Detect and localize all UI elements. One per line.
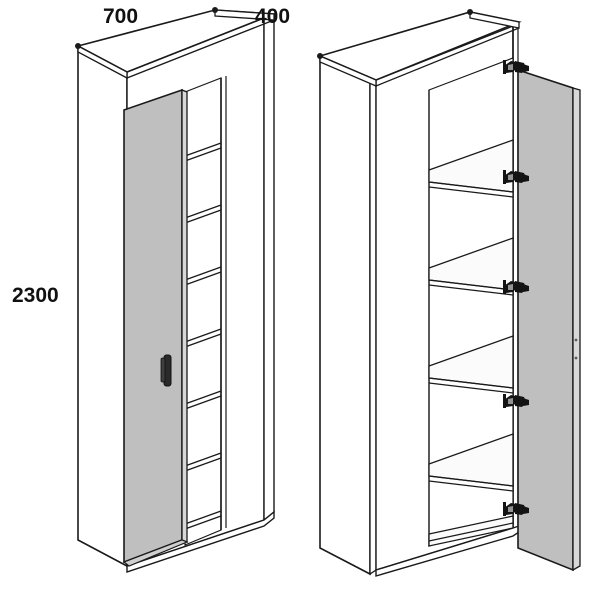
right-view-side-panel-edge [369,79,377,576]
shelf-front-edge [184,390,222,410]
dimension-point-width-start [75,43,81,49]
left-view-top-inner-line [126,19,275,79]
shelf [428,433,514,492]
shelf-front-edge [184,510,222,530]
right-view-top-inner-line [375,27,520,87]
left-view-bottom-panel [126,510,275,573]
left-view-door-bottom-edge [122,539,189,567]
dimension-annotations: 700 400 2300 [12,5,473,307]
right-view-group [317,11,581,577]
shelf [428,139,514,198]
left-view-door-edge [181,89,188,543]
shelf-front-edge [184,452,222,472]
right-view-bottom-shelf [428,515,514,547]
left-view-door[interactable] [123,88,183,564]
right-view-side-panel [319,54,371,576]
right-view-door-edge [572,87,581,572]
right-view-bottom-shelf-edge [428,522,514,542]
right-view-door[interactable] [517,68,574,572]
door-screw-mark [574,356,578,360]
shelf [428,335,514,394]
shelf-front-edge [184,142,222,162]
dimension-width-label: 700 [103,5,138,28]
shelf-front-edge [184,328,222,348]
dimension-height-label: 2300 [12,284,59,307]
left-view-group [75,9,275,573]
left-view-right-side-panel [263,12,275,522]
shelf-front-edge [184,266,222,286]
left-view-side-panel [77,44,128,568]
dimension-point-width-end-2 [467,9,473,15]
right-view-shelves [428,139,514,492]
door-handle-mount [160,357,166,383]
dimension-point-width-end [212,7,218,13]
left-view-interior-cavity [184,77,222,546]
shelf-front-edge [184,204,222,224]
left-view-shelves [184,142,222,530]
dimension-depth-label: 400 [255,5,290,28]
dimension-point-width-start-2 [317,53,323,59]
door-screw-mark [574,338,578,342]
